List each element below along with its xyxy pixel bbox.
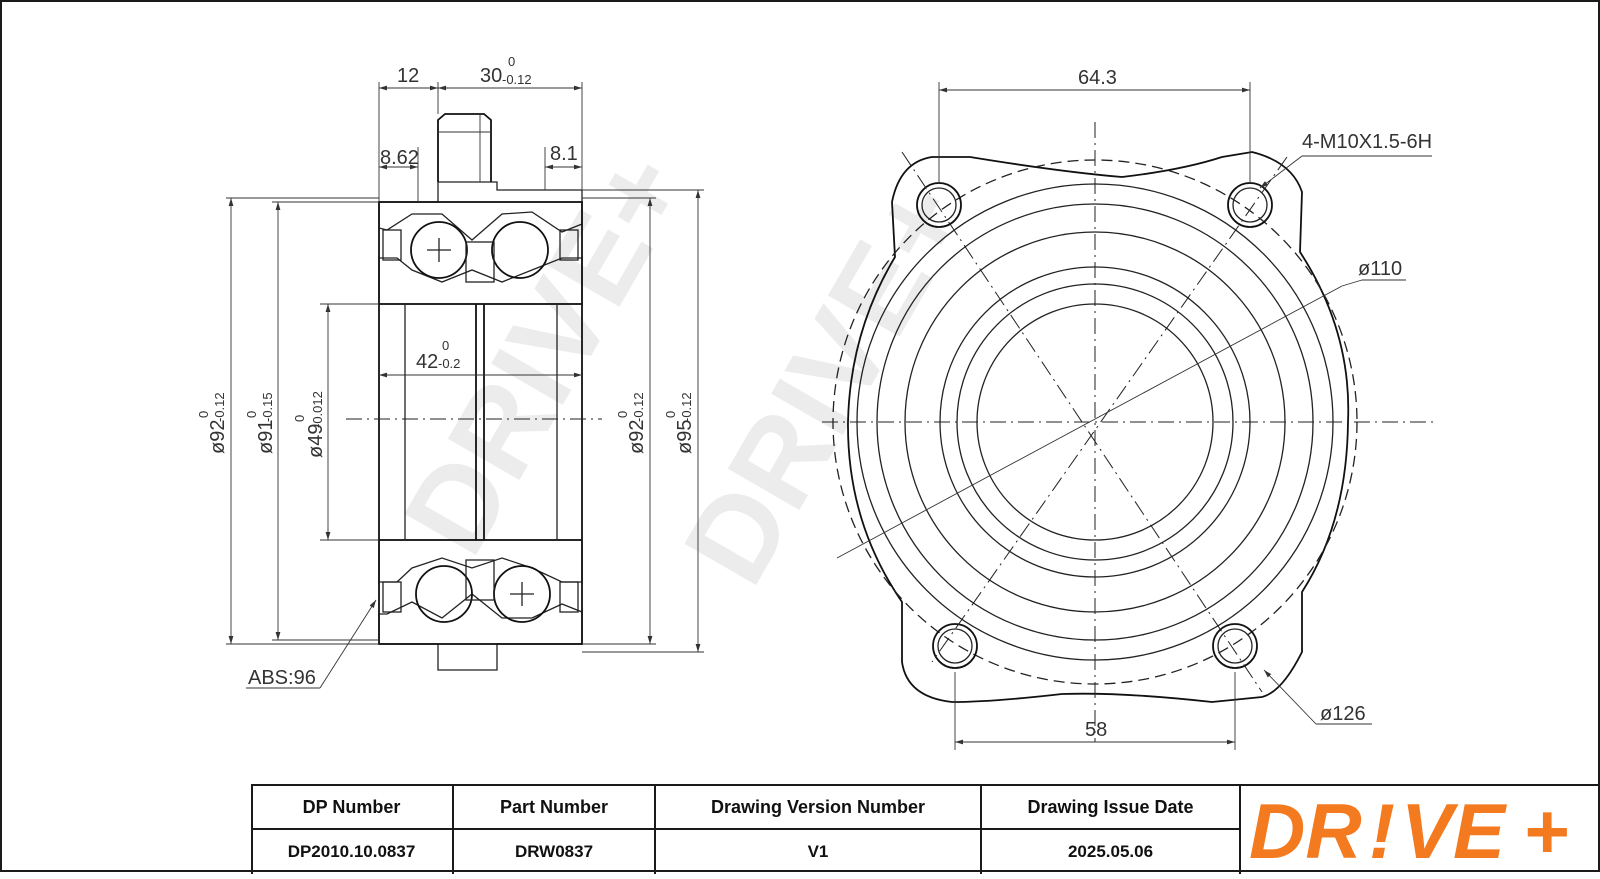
outer-ring-bottom-section [378,593,583,671]
dim-30-lower: -0.12 [502,72,532,87]
dim-95-lower: -0.12 [679,392,694,422]
value-part-number: DRW0837 [454,828,656,874]
right-view-dimensions: 64.3 4-M10X1.5-6H ø110 58 ø126 [938,67,1432,750]
bolt-hole-bottom-left [932,623,978,669]
flange-outline [847,151,1350,703]
seal-bottom-left [382,581,402,613]
dim-58: 58 [1085,719,1107,741]
header-part-number: Part Number [454,784,656,828]
dim-42-upper: 0 [442,338,449,353]
header-dp-number: DP Number [251,784,454,828]
dim-30-upper: 0 [508,54,515,69]
dim-92-left-lower: -0.12 [212,392,227,422]
drive-plus-logo: DR ! VE + [1249,787,1569,875]
bearing-front-view [822,122,1435,742]
dim-92-right-upper: 0 [615,411,630,418]
dim-126: ø126 [1320,703,1366,725]
bearing-outline [378,201,583,645]
value-version: V1 [656,828,982,874]
dim-42-lower: -0.2 [438,356,460,371]
seal-top-right [559,229,579,261]
dim-91-lower: -0.15 [260,392,275,422]
bearing-section-view [346,113,602,671]
logo-text-dr: DR [1249,787,1362,874]
seal-top-left [382,229,402,261]
bolt-hole-bottom-right [1212,623,1258,669]
brand-logo: DR ! VE + [1241,784,1600,875]
dim-95: ø95 [674,420,696,454]
outer-ring-top-section [378,181,583,241]
dim-110: ø110 [1358,258,1402,280]
dim-92-left-upper: 0 [196,411,211,418]
dim-91-upper: 0 [244,411,259,418]
dim-643: 64.3 [1078,67,1117,89]
dim-92-right-lower: -0.12 [631,392,646,422]
logo-text-mark: ! [1369,787,1395,874]
dim-12: 12 [397,65,419,87]
dim-49: ø49 [305,424,327,458]
dim-81: 8.1 [550,143,578,165]
seal-bottom-right [559,581,579,613]
dim-95-upper: 0 [663,411,678,418]
dim-862: 8.62 [380,147,419,169]
dim-91: ø91 [255,420,277,454]
dim-30: 30 [480,65,502,87]
logo-text-ve: VE [1401,787,1507,874]
flange-stub [437,113,492,182]
dim-92-left: ø92 [207,420,229,454]
dim-92-right: ø92 [626,420,648,454]
dim-thread: 4-M10X1.5-6H [1302,131,1432,153]
dim-49-upper: 0 [292,415,307,422]
ball-top-right [491,221,549,279]
header-issue-date: Drawing Issue Date [982,784,1241,828]
header-version: Drawing Version Number [656,784,982,828]
value-dp-number: DP2010.10.0837 [251,828,454,874]
title-block: DP Number Part Number Drawing Version Nu… [251,784,1600,875]
value-issue-date: 2025.05.06 [982,828,1241,874]
left-view-dimensions: 12 30 0 -0.12 8.62 8.1 42 0 -0.2 ø92 0 -… [196,54,704,689]
bolt-hole-top-right [1227,182,1273,228]
dim-42: 42 [416,351,438,373]
logo-text-plus: + [1523,787,1569,874]
dim-49-lower: -0.012 [310,391,325,428]
ball-bottom-left [415,565,473,623]
dim-abs: ABS:96 [248,667,316,689]
ball-top-left [410,221,468,279]
bolt-hole-top-left [916,182,962,228]
